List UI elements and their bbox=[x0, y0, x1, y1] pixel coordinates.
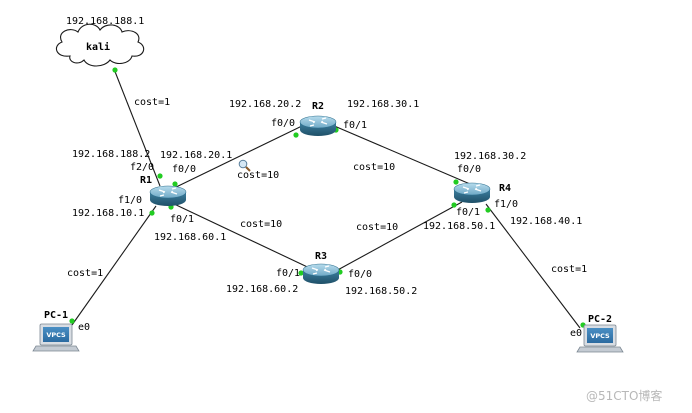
port-dot-r1-f0-0 bbox=[172, 181, 178, 187]
link-r1-r2[interactable] bbox=[169, 124, 305, 191]
cost-r3-r4-label: cost=10 bbox=[356, 222, 398, 233]
r1-f0-1-label: f0/1 bbox=[170, 214, 194, 225]
router-r2[interactable] bbox=[299, 115, 337, 137]
link-r4-pc2[interactable] bbox=[485, 203, 581, 329]
r2-f0-1-label: f0/1 bbox=[343, 120, 367, 131]
r2-f0-0-label: f0/0 bbox=[271, 118, 295, 129]
r1-f0-0-ip-label: 192.168.20.1 bbox=[160, 150, 232, 161]
router-r3[interactable] bbox=[302, 263, 340, 285]
pc-1-node[interactable]: VPCS bbox=[32, 323, 80, 352]
cost-r1-r2-label: cost=10 bbox=[237, 170, 279, 181]
r4-f0-1-ip-label: 192.168.50.1 bbox=[423, 221, 495, 232]
r3-f0-0-ip-label: 192.168.50.2 bbox=[345, 286, 417, 297]
r2-f0-0-ip-label: 192.168.20.2 bbox=[229, 99, 301, 110]
r1-name: R1 bbox=[140, 175, 152, 186]
r4-name: R4 bbox=[499, 183, 511, 194]
r3-f0-1-label: f0/1 bbox=[276, 268, 300, 279]
link-r3-r4[interactable] bbox=[333, 201, 463, 273]
cloud-icon bbox=[55, 23, 145, 67]
router-icon bbox=[302, 263, 340, 285]
r3-name: R3 bbox=[315, 251, 327, 262]
link-r1-pc1[interactable] bbox=[71, 205, 157, 326]
cost-r1-r3-label: cost=10 bbox=[240, 219, 282, 230]
port-dot-r2-f0-0 bbox=[293, 132, 299, 138]
pc-2-port-label: e0 bbox=[570, 328, 582, 339]
r4-f1-0-label: f1/0 bbox=[494, 199, 518, 210]
r1-f2-0-ip-label: 192.168.188.2 bbox=[72, 149, 150, 160]
watermark: @51CTO博客 bbox=[586, 388, 662, 403]
r3-f0-0-label: f0/0 bbox=[348, 269, 372, 280]
r4-f0-0-ip-label: 192.168.30.2 bbox=[454, 151, 526, 162]
r1-f1-0-ip-label: 192.168.10.1 bbox=[72, 208, 144, 219]
pc-2-name: PC-2 bbox=[588, 314, 612, 325]
pc-1-screen-label: VPCS bbox=[46, 331, 66, 339]
port-dot-r1-f2-0 bbox=[157, 173, 163, 179]
cost-r1-pc1-label: cost=1 bbox=[67, 268, 103, 279]
r1-f1-0-label: f1/0 bbox=[118, 195, 142, 206]
port-dot-pc1-e0 bbox=[69, 318, 75, 324]
r2-name: R2 bbox=[312, 101, 324, 112]
link-r1-r3[interactable] bbox=[171, 202, 319, 273]
port-dot-r1-f1-0 bbox=[149, 210, 155, 216]
r1-f2-0-label: f2/0 bbox=[130, 162, 154, 173]
port-dot-r4-f0-0 bbox=[453, 179, 459, 185]
pc-1-port-label: e0 bbox=[78, 322, 90, 333]
port-dot-r3-f0-1 bbox=[298, 270, 304, 276]
router-icon bbox=[299, 115, 337, 137]
link-kali-r1[interactable] bbox=[113, 68, 161, 187]
r2-f0-1-ip-label: 192.168.30.1 bbox=[347, 99, 419, 110]
r4-f0-1-label: f0/1 bbox=[456, 207, 480, 218]
router-icon bbox=[149, 185, 187, 207]
kali-ip-label: 192.168.188.1 bbox=[66, 16, 144, 27]
r1-f0-0-label: f0/0 bbox=[172, 164, 196, 175]
router-r1[interactable] bbox=[149, 185, 187, 207]
r4-f0-0-label: f0/0 bbox=[457, 164, 481, 175]
pc-2-node[interactable]: VPCS bbox=[576, 324, 624, 353]
router-r4[interactable] bbox=[453, 182, 491, 204]
kali-label: kali bbox=[86, 41, 110, 53]
port-dot-kali bbox=[112, 67, 118, 73]
link-r2-r4[interactable] bbox=[331, 124, 471, 185]
router-icon bbox=[453, 182, 491, 204]
cost-kali-r1-label: cost=1 bbox=[134, 97, 170, 108]
r4-f1-0-ip-label: 192.168.40.1 bbox=[510, 216, 582, 227]
kali-cloud-node[interactable]: kali bbox=[55, 23, 145, 67]
cost-r2-r4-label: cost=10 bbox=[353, 162, 395, 173]
r3-f0-1-ip-label: 192.168.60.2 bbox=[226, 284, 298, 295]
port-dot-r4-f1-0 bbox=[485, 207, 491, 213]
magnifier-icon[interactable] bbox=[238, 159, 251, 172]
r1-f0-1-ip-label: 192.168.60.1 bbox=[154, 232, 226, 243]
cost-r4-pc2-label: cost=1 bbox=[551, 264, 587, 275]
pc-1-name: PC-1 bbox=[44, 310, 68, 321]
pc-2-screen-label: VPCS bbox=[590, 332, 610, 340]
port-dot-r4-f0-1 bbox=[451, 202, 457, 208]
